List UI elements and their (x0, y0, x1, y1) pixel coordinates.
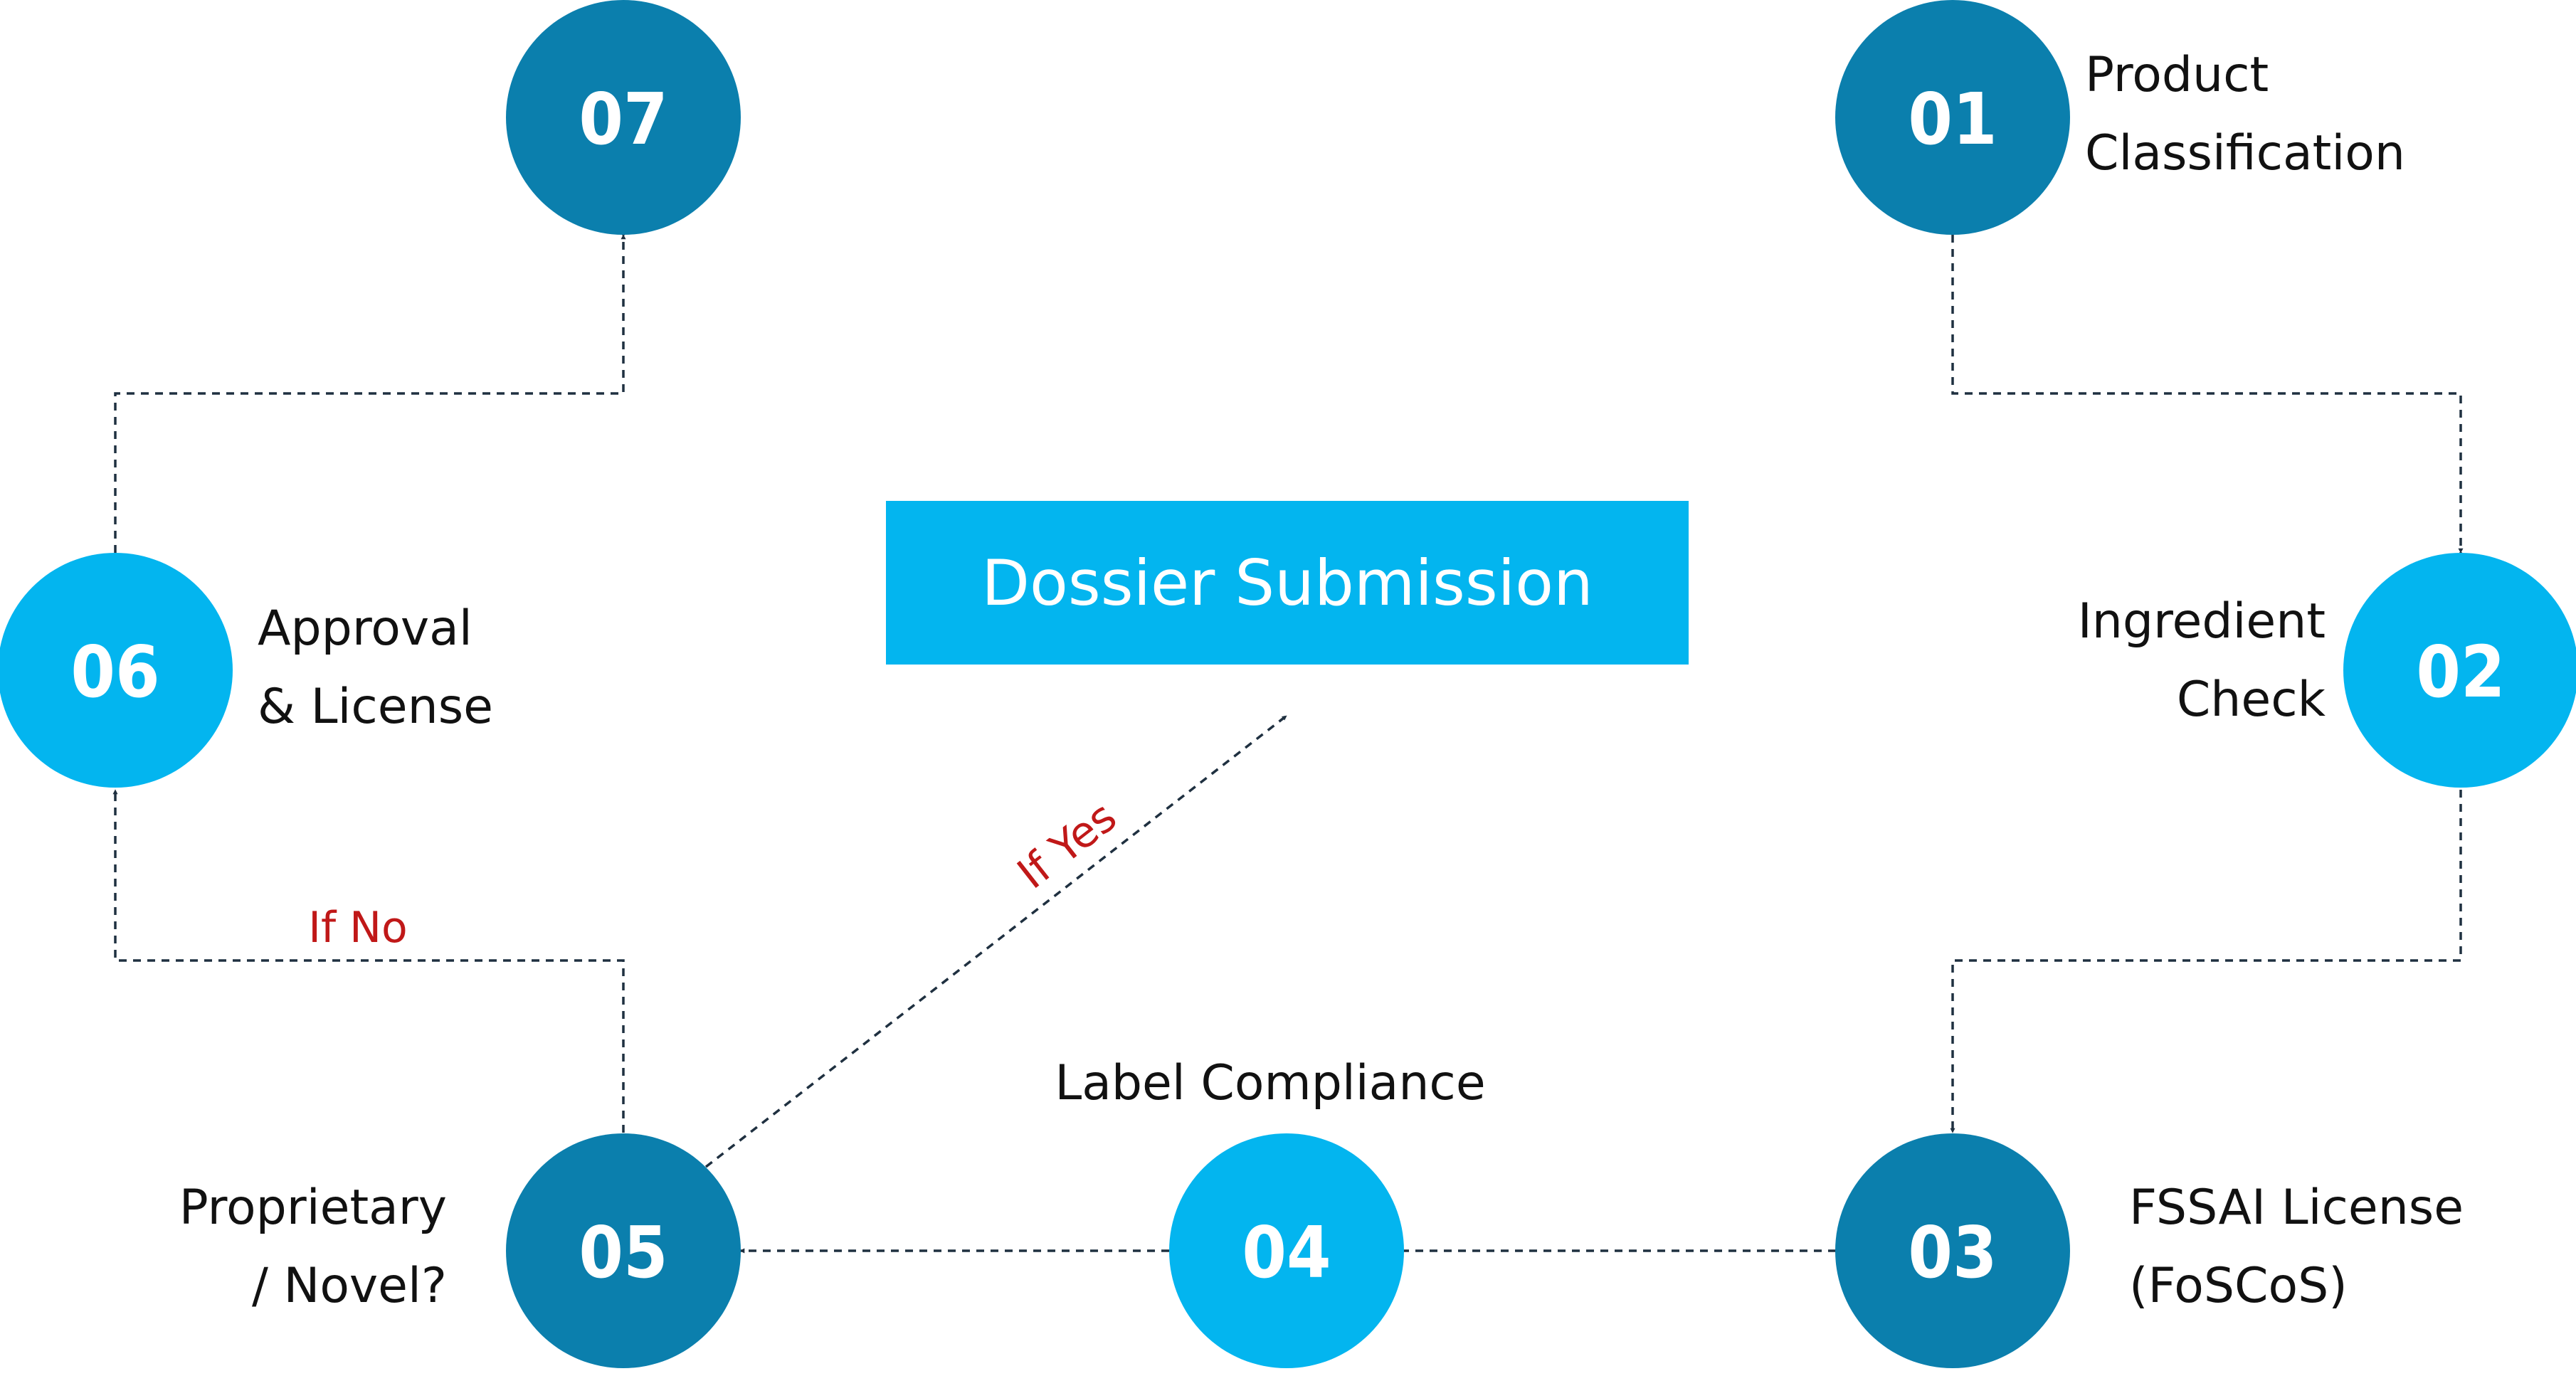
dossier-submission-box: Dossier Submission (886, 501, 1689, 665)
step-label-02: Ingredient Check (2078, 593, 2326, 728)
step-node-04: 04 (1169, 1133, 1404, 1368)
step-label-03-line-2: (FoSCoS) (2129, 1258, 2348, 1314)
step-label-05-line-1: Proprietary (179, 1180, 447, 1236)
step-label-06-line-1: Approval (258, 600, 473, 657)
step-node-06: 06 (0, 553, 233, 788)
step-label-02-line-1: Ingredient (2078, 593, 2326, 650)
step-number-01: 01 (1908, 78, 1997, 161)
connector-02-to-03 (1950, 790, 2462, 1133)
step-label-04: Label Compliance (1055, 1055, 1485, 1111)
connectors (112, 234, 2464, 1254)
step-node-03: 03 (1835, 1133, 2070, 1368)
step-label-06: Approval & License (258, 600, 493, 735)
dossier-submission-label: Dossier Submission (981, 546, 1593, 620)
step-label-01-line-2: Classification (2085, 125, 2405, 181)
step-label-05-line-2: / Novel? (252, 1258, 447, 1314)
connector-01-to-02 (1951, 235, 2464, 554)
if-no-label: If No (308, 903, 407, 953)
step-number-03: 03 (1908, 1211, 1997, 1294)
step-node-01: 01 (1835, 0, 2070, 235)
step-number-07: 07 (579, 78, 667, 161)
step-number-06: 06 (70, 630, 159, 714)
step-node-05: 05 (506, 1133, 741, 1368)
step-node-02: 02 (2343, 553, 2576, 788)
step-label-03: FSSAI License (FoSCoS) (2129, 1180, 2464, 1314)
connector-05-to-06 (112, 789, 625, 1133)
step-number-02: 02 (2416, 630, 2505, 714)
step-node-07: 07 (506, 0, 741, 235)
step-label-04-line-1: Label Compliance (1055, 1055, 1485, 1111)
if-yes-label: If Yes (1008, 792, 1126, 899)
step-label-01: Product Classification (2085, 47, 2405, 181)
step-number-05: 05 (579, 1211, 667, 1294)
step-label-02-line-2: Check (2177, 672, 2326, 728)
step-label-06-line-2: & License (258, 679, 493, 735)
step-number-04: 04 (1242, 1211, 1331, 1294)
step-label-05: Proprietary / Novel? (179, 1180, 447, 1314)
connector-06-to-07 (114, 234, 626, 553)
step-label-03-line-1: FSSAI License (2129, 1180, 2464, 1236)
step-label-01-line-1: Product (2085, 47, 2269, 103)
connector-05-to-submission (704, 714, 1288, 1168)
